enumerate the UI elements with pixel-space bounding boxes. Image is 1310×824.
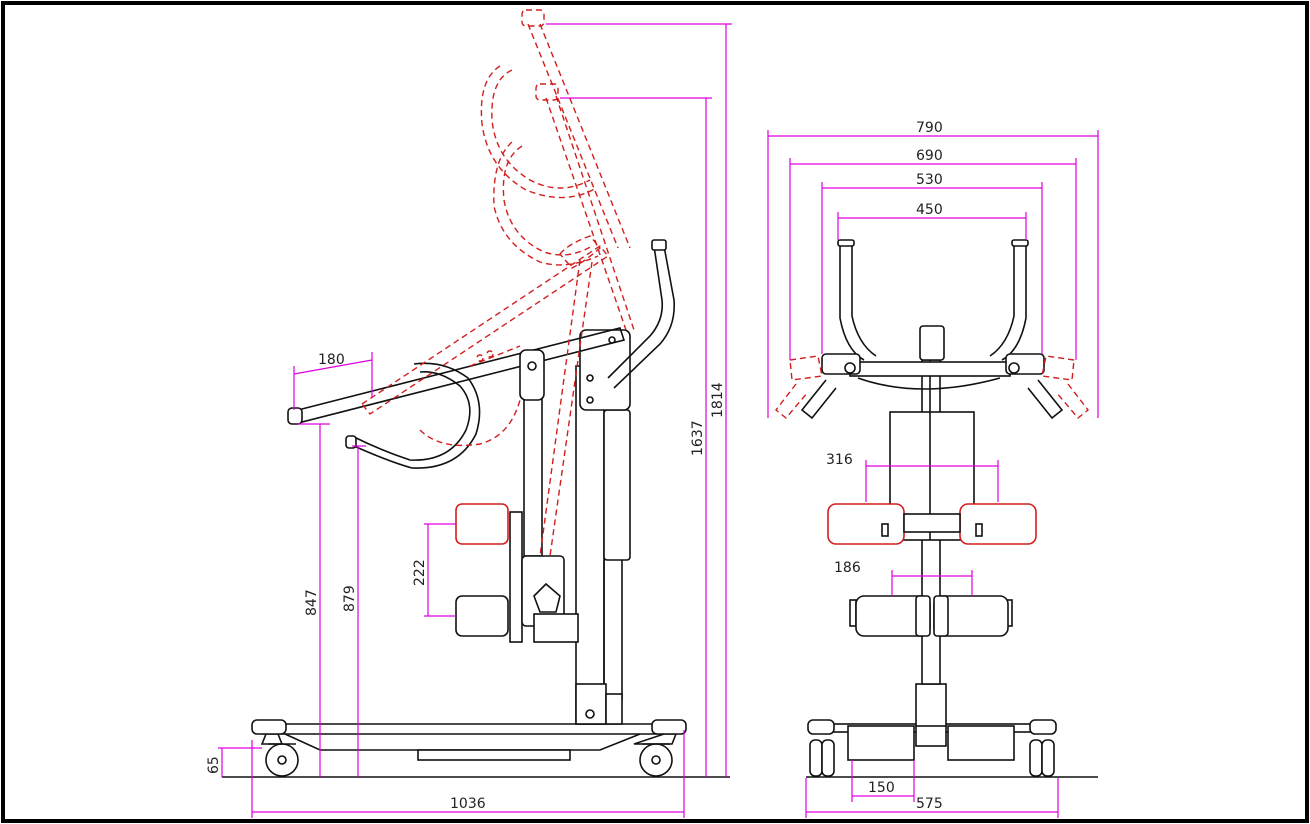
front-pads-upper-alt — [827, 503, 1037, 545]
dim-pad-travel-label: 222 — [412, 559, 428, 586]
dim-handle-spread: 180 — [293, 352, 373, 410]
dim-base-inner: 150 — [851, 760, 915, 802]
dim-handle-spread-label: 180 — [318, 352, 345, 368]
front-caster-left — [807, 719, 835, 777]
side-knee-pad-alt — [455, 503, 509, 545]
side-mast-handle — [607, 239, 676, 389]
dim-height-max-label: 1814 — [710, 382, 726, 418]
side-knee-pad — [455, 595, 509, 637]
dim-pad-travel: 222 — [412, 523, 456, 617]
dim-height-mid: 1637 — [560, 97, 712, 777]
dim-width-outer-max: 790 — [767, 120, 1099, 418]
side-actuator — [519, 349, 545, 557]
dim-wheel-height-label: 65 — [206, 756, 222, 774]
side-alternate-positions — [360, 9, 635, 557]
dim-width-mid-label: 530 — [916, 172, 943, 188]
side-caster-rear — [265, 743, 299, 777]
dim-total-length: 1036 — [251, 730, 685, 818]
side-mast — [575, 329, 631, 725]
side-base-frame — [251, 719, 687, 761]
side-caster-front — [639, 743, 673, 777]
dim-base-width: 575 — [805, 778, 1059, 818]
dim-width-mid: 530 — [821, 172, 1043, 354]
dim-width-outer-max-label: 790 — [916, 120, 943, 136]
dim-width-outer: 690 — [789, 148, 1077, 360]
front-caster-right — [1029, 719, 1057, 777]
side-pad-bracket — [509, 511, 579, 643]
side-view: 180 847 879 222 65 1036 — [206, 9, 732, 818]
front-pads-lower — [849, 595, 1013, 637]
front-arm — [775, 239, 1089, 420]
dim-base-width-label: 575 — [916, 796, 943, 812]
dim-pad-spacing-upper-label: 316 — [826, 452, 853, 468]
dim-height-max: 1814 — [546, 23, 732, 777]
dim-height-low-handle: 847 — [298, 423, 330, 777]
dim-base-inner-label: 150 — [868, 780, 895, 796]
front-base — [819, 723, 1045, 761]
dim-height-low-handle-label: 847 — [304, 589, 320, 616]
dim-width-inner: 450 — [837, 202, 1027, 240]
dim-pad-spacing-lower-label: 186 — [834, 560, 861, 576]
dim-height-mid-label: 1637 — [690, 420, 706, 456]
dim-width-inner-label: 450 — [916, 202, 943, 218]
front-view: 790 690 530 450 316 — [767, 120, 1099, 818]
dim-pad-spacing-lower: 186 — [834, 560, 973, 596]
dim-height-high-handle: 879 — [342, 445, 366, 777]
side-arm — [287, 327, 626, 469]
dim-total-length-label: 1036 — [450, 796, 486, 812]
dim-width-outer-label: 690 — [916, 148, 943, 164]
dim-height-high-handle-label: 879 — [342, 585, 358, 612]
dim-wheel-height: 65 — [206, 747, 262, 777]
dim-pad-spacing-upper: 316 — [826, 452, 999, 502]
